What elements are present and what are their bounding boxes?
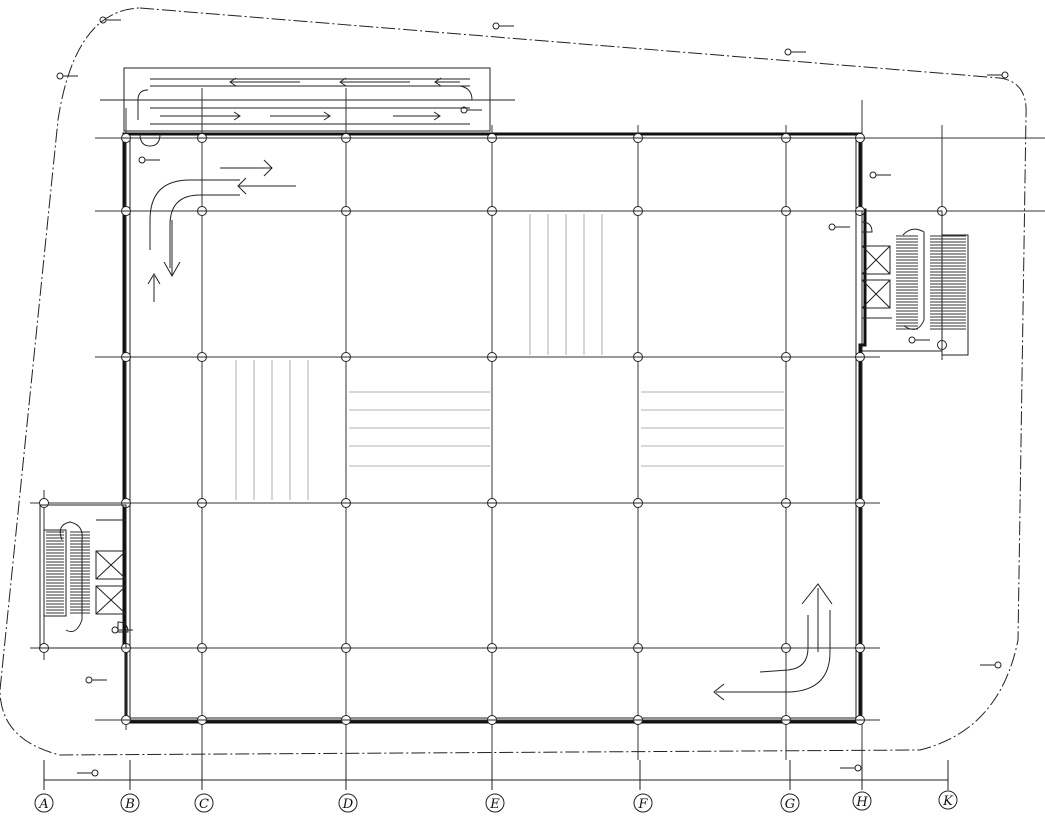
axis-bubble-b: B [120, 793, 140, 813]
traffic-arrows-bottom-right [713, 583, 833, 701]
site-boundary [0, 7, 1027, 756]
right-core [861, 210, 969, 356]
light-zones [235, 214, 784, 500]
axis-label-f: F [637, 797, 648, 812]
axis-label-c: C [199, 797, 209, 812]
structural-grid [30, 88, 1045, 760]
elevation-markers [56, 16, 1009, 777]
axis-bubble-c: C [194, 793, 214, 813]
left-core [39, 504, 129, 649]
columns [39, 133, 947, 725]
axis-bubble-h: H [852, 791, 872, 811]
axis-bubble-d: D [338, 793, 358, 813]
axis-label-e: E [489, 797, 500, 812]
axis-label-d: D [342, 797, 354, 812]
axis-bubbles: A B C D E F G H [34, 790, 958, 813]
axis-label-b: B [124, 797, 135, 812]
axis-bubble-f: F [633, 793, 653, 813]
top-ramp [100, 67, 515, 132]
column [39, 498, 49, 508]
axis-bubble-a: A [34, 793, 54, 813]
axis-label-a: A [38, 797, 48, 812]
traffic-arrows-top-left [147, 159, 296, 302]
axis-label-k: K [942, 794, 954, 809]
axis-label-h: H [855, 795, 868, 810]
axis-bubble-k: K [938, 790, 958, 810]
axis-bubble-g: G [780, 793, 800, 813]
door-marks [139, 133, 161, 147]
dimension-line [43, 760, 949, 790]
axis-label-g: G [785, 797, 795, 812]
axis-bubble-e: E [485, 793, 505, 813]
